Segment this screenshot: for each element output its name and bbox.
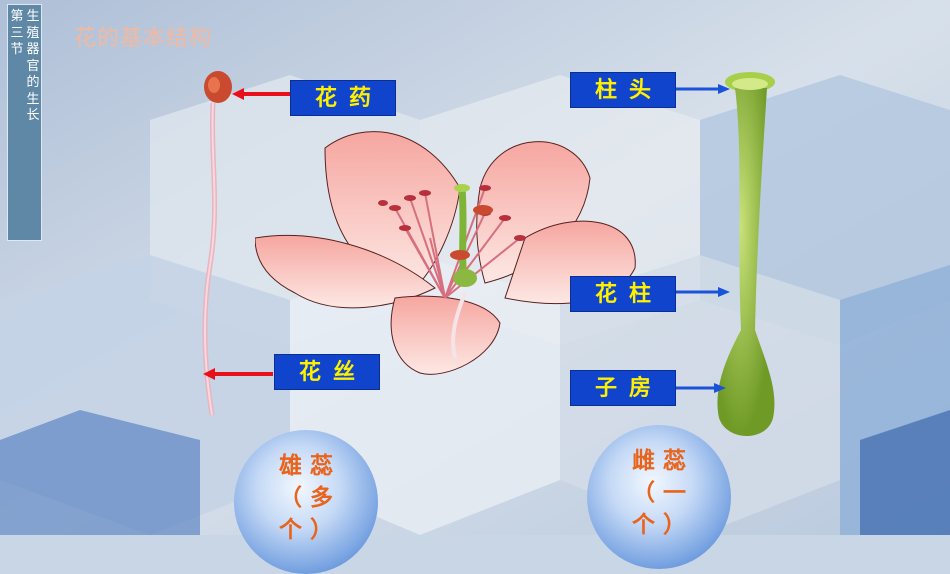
pistil-text-line1: 雌蕊 xyxy=(632,448,694,474)
style-arrow xyxy=(676,287,730,297)
label-style: 花柱 xyxy=(570,276,676,312)
stamen-circle: 雄蕊 （多 个） xyxy=(234,430,378,574)
pistil-text-line3: 个） xyxy=(632,512,694,538)
anther-arrow xyxy=(232,88,290,100)
stigma-arrow xyxy=(676,84,730,94)
stamen-illustration xyxy=(202,71,232,416)
flower-illustration xyxy=(255,131,636,375)
ovary-arrow xyxy=(676,383,726,393)
stamen-text-line2: （多 xyxy=(279,485,341,511)
label-ovary: 子房 xyxy=(570,370,676,406)
stamen-text-line3: 个） xyxy=(279,517,341,543)
topic-label: 生殖器官的生长 xyxy=(26,9,40,123)
stamen-text-line1: 雄蕊 xyxy=(279,453,341,479)
pistil-illustration xyxy=(717,72,775,436)
pistil-text-line2: （一 xyxy=(632,480,694,506)
label-filament: 花丝 xyxy=(274,354,380,390)
label-anther: 花药 xyxy=(290,80,396,116)
pistil-circle: 雌蕊 （一 个） xyxy=(587,425,731,569)
slide-title: 花的基本结构 xyxy=(74,26,213,51)
chapter-sidebar: 第三节 生殖器官的生长 xyxy=(7,4,42,241)
label-stigma: 柱头 xyxy=(570,72,676,108)
filament-arrow xyxy=(203,368,273,380)
section-label: 第三节 xyxy=(10,9,24,57)
